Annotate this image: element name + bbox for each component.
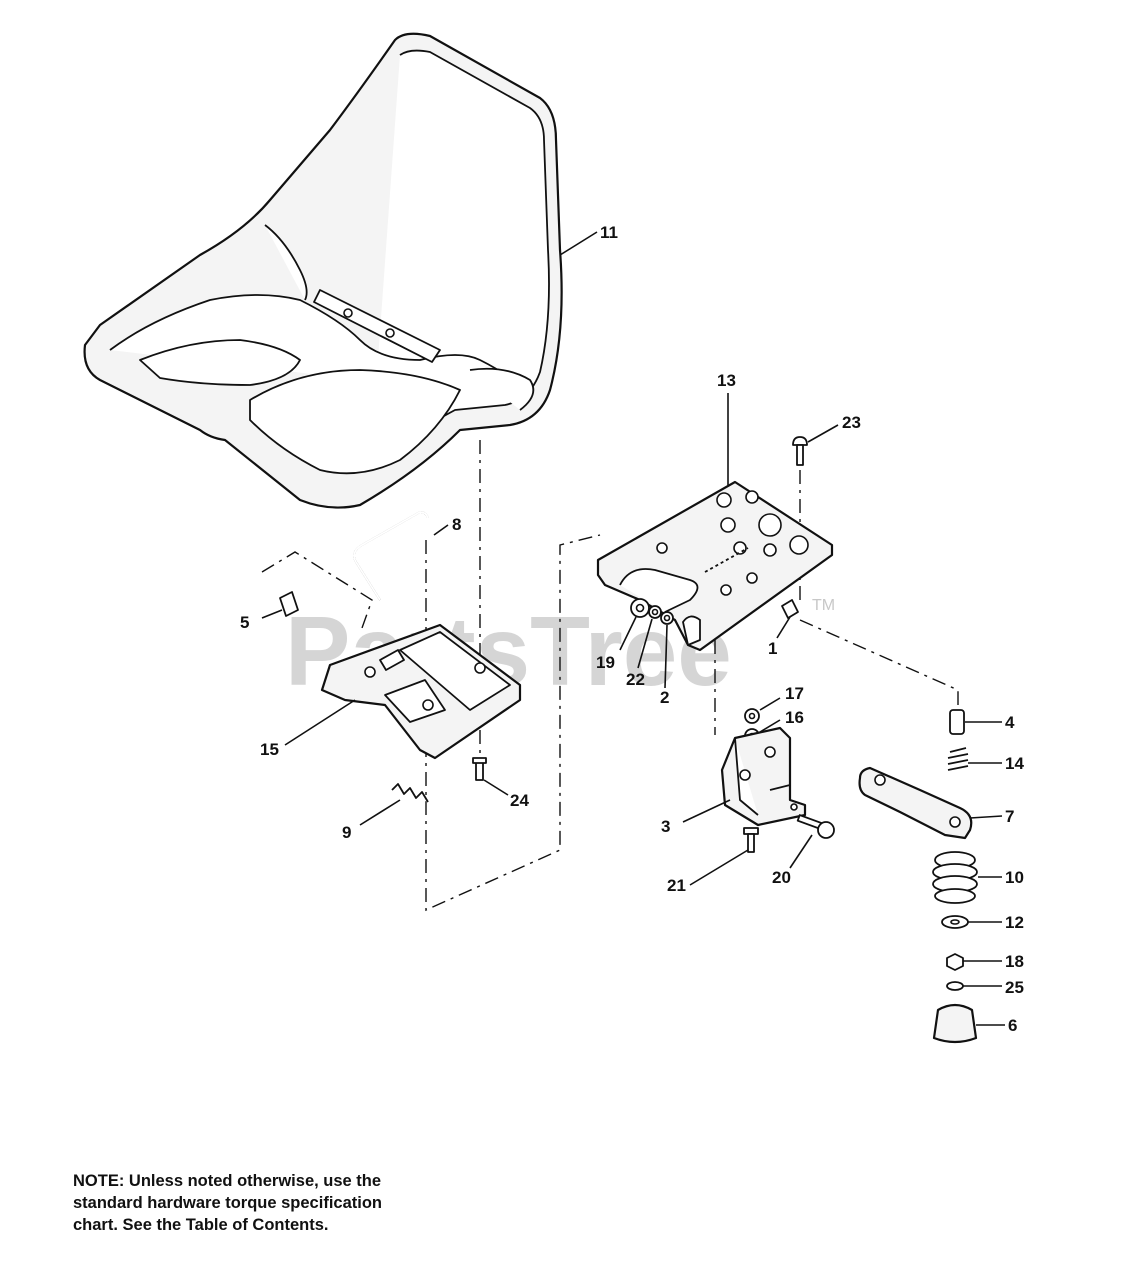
leader-17 (759, 697, 781, 711)
note-line-2: standard hardware torque specification (73, 1194, 382, 1212)
leader-8 (433, 524, 449, 536)
watermark-tm: TM (812, 597, 835, 614)
callout-8[interactable]: 8 (452, 515, 461, 534)
leader-3 (682, 799, 731, 823)
leader-15 (284, 699, 356, 746)
leader-11 (559, 231, 598, 256)
callout-7[interactable]: 7 (1005, 807, 1014, 826)
part-washer-22[interactable] (648, 605, 662, 619)
callout-21[interactable]: 21 (667, 876, 686, 895)
part-bolt-20[interactable] (796, 814, 835, 839)
callout-12[interactable]: 12 (1005, 913, 1024, 932)
callout-16[interactable]: 16 (785, 708, 804, 727)
callout-10[interactable]: 10 (1005, 868, 1024, 887)
leader-2 (664, 624, 668, 689)
part-washer-2[interactable] (660, 611, 674, 625)
leader-20 (789, 834, 813, 869)
callout-22[interactable]: 22 (626, 670, 645, 689)
part-mount-bracket[interactable] (720, 726, 807, 827)
callout-6[interactable]: 6 (1008, 1016, 1017, 1035)
leader-19 (619, 616, 637, 651)
part-washer-25[interactable] (946, 981, 964, 991)
leader-16 (759, 719, 781, 733)
part-nut-17[interactable] (744, 708, 760, 724)
callout-23[interactable]: 23 (842, 413, 861, 432)
callout-3[interactable]: 3 (661, 817, 670, 836)
part-spring-9[interactable] (391, 783, 429, 803)
part-seat-bracket[interactable] (320, 623, 522, 760)
part-cap-6[interactable] (932, 1003, 978, 1044)
part-spring-10[interactable] (932, 851, 978, 904)
leader-23 (807, 424, 839, 443)
part-spacer-4[interactable] (949, 709, 965, 735)
part-pin[interactable] (279, 591, 299, 617)
part-rod[interactable] (353, 510, 429, 601)
part-nut-19[interactable] (630, 598, 650, 618)
callout-15[interactable]: 15 (260, 740, 279, 759)
callout-13[interactable]: 13 (717, 371, 736, 390)
part-spring-14[interactable] (947, 747, 969, 771)
leader-9 (359, 799, 401, 826)
callout-4[interactable]: 4 (1005, 713, 1015, 732)
torque-note: NOTE: Unless noted otherwise, use the st… (73, 1170, 493, 1236)
leader-7 (969, 815, 1003, 819)
callout-25[interactable]: 25 (1005, 978, 1024, 997)
leader-21 (689, 849, 749, 886)
leader-5 (261, 609, 283, 619)
leader-1 (776, 616, 791, 639)
part-screw-21[interactable] (743, 827, 759, 853)
callout-20[interactable]: 20 (772, 868, 791, 887)
callout-9[interactable]: 9 (342, 823, 351, 842)
callout-24[interactable]: 24 (510, 791, 529, 810)
callout-11[interactable]: 11 (600, 223, 618, 242)
part-washer-12[interactable] (941, 915, 969, 929)
callout-5[interactable]: 5 (240, 613, 249, 632)
part-nut-18[interactable] (946, 953, 964, 971)
callout-14[interactable]: 14 (1005, 754, 1024, 773)
part-screw-24[interactable] (472, 757, 487, 781)
callout-1[interactable]: 1 (768, 639, 777, 658)
part-clip-1[interactable] (781, 599, 799, 619)
leader-22 (637, 618, 653, 669)
part-bolt-23[interactable] (792, 436, 808, 466)
part-seat[interactable] (83, 32, 563, 509)
note-line-1: NOTE: Unless noted otherwise, use the (73, 1172, 382, 1190)
callout-19[interactable]: 19 (596, 653, 615, 672)
callout-18[interactable]: 18 (1005, 952, 1024, 971)
leader-24 (483, 779, 509, 796)
callout-17[interactable]: 17 (785, 684, 804, 703)
part-strap-7[interactable] (858, 766, 973, 840)
note-line-3: chart. See the Table of Contents. (73, 1216, 329, 1234)
callout-2[interactable]: 2 (660, 688, 669, 707)
